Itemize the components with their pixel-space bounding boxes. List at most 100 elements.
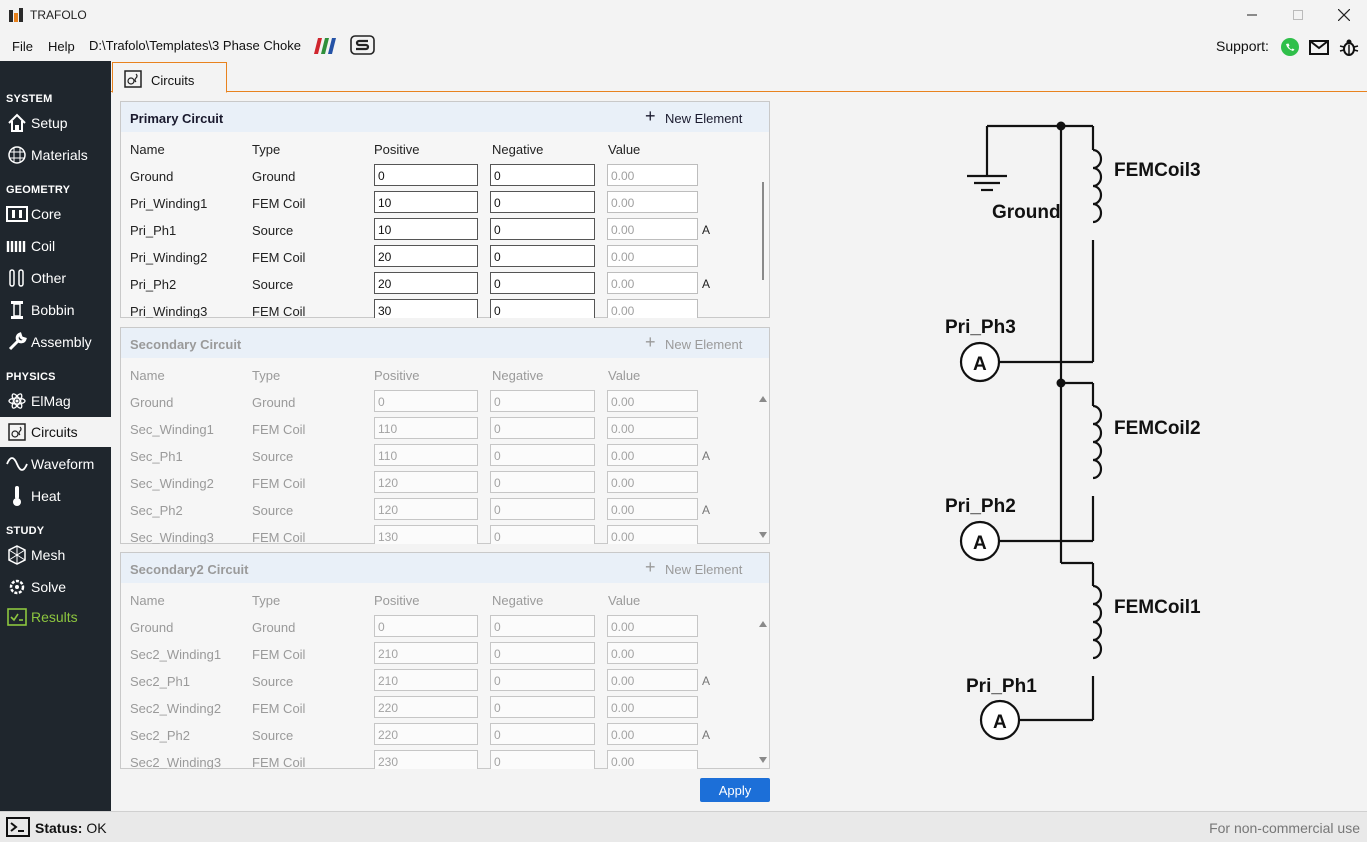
negative-input[interactable]: 0 bbox=[490, 417, 595, 439]
femcoil1-label: FEMCoil1 bbox=[1114, 597, 1201, 618]
positive-input[interactable]: 0 bbox=[374, 615, 478, 637]
positive-input[interactable]: 110 bbox=[374, 444, 478, 466]
negative-input[interactable]: 0 bbox=[490, 245, 595, 267]
vertical-scrollbar[interactable] bbox=[757, 164, 769, 318]
sidebar-item-assembly[interactable]: Assembly bbox=[0, 327, 111, 357]
positive-input[interactable]: 20 bbox=[374, 272, 478, 294]
row-type: Source bbox=[252, 674, 294, 689]
support-label: Support: bbox=[1216, 38, 1269, 54]
s-logo-icon[interactable] bbox=[350, 35, 375, 55]
sidebar-item-label: Solve bbox=[31, 579, 67, 595]
positive-input[interactable]: 210 bbox=[374, 642, 478, 664]
positive-input[interactable]: 20 bbox=[374, 245, 478, 267]
negative-input[interactable]: 0 bbox=[490, 444, 595, 466]
menu-help[interactable]: Help bbox=[48, 39, 75, 54]
col-header-name: Name bbox=[130, 142, 165, 157]
positive-input[interactable]: 220 bbox=[374, 723, 478, 745]
negative-input[interactable]: 0 bbox=[490, 696, 595, 718]
new-element-label: New Element bbox=[665, 337, 743, 352]
mail-icon[interactable] bbox=[1308, 36, 1330, 58]
negative-input[interactable]: 0 bbox=[490, 723, 595, 745]
negative-input[interactable]: 0 bbox=[490, 164, 595, 186]
sidebar-item-bobbin[interactable]: Bobbin bbox=[0, 295, 111, 325]
row-type: FEM Coil bbox=[252, 647, 306, 662]
negative-input[interactable]: 0 bbox=[490, 750, 595, 769]
negative-input[interactable]: 0 bbox=[490, 191, 595, 213]
sidebar-item-results[interactable]: Results bbox=[0, 602, 111, 632]
row-type: FEM Coil bbox=[252, 701, 306, 716]
positive-input[interactable]: 110 bbox=[374, 417, 478, 439]
minimize-button[interactable] bbox=[1229, 0, 1275, 30]
sidebar-section-geometry: GEOMETRY bbox=[6, 184, 71, 196]
negative-input[interactable]: 0 bbox=[490, 498, 595, 520]
negative-input[interactable]: 0 bbox=[490, 218, 595, 240]
negative-input[interactable]: 0 bbox=[490, 615, 595, 637]
sidebar-item-label: Mesh bbox=[31, 547, 66, 563]
negative-input[interactable]: 0 bbox=[490, 525, 595, 544]
value-field: 0.00 bbox=[607, 272, 698, 294]
negative-input[interactable]: 0 bbox=[490, 642, 595, 664]
wrench-icon bbox=[6, 331, 28, 353]
sidebar-item-materials[interactable]: Materials bbox=[0, 140, 111, 170]
sidebar-item-circuits[interactable]: Circuits bbox=[0, 417, 111, 447]
positive-input[interactable]: 130 bbox=[374, 525, 478, 544]
sidebar-item-elmag[interactable]: ElMag bbox=[0, 386, 111, 416]
sidebar-item-other[interactable]: Other bbox=[0, 263, 111, 293]
positive-input[interactable]: 10 bbox=[374, 218, 478, 240]
tab-circuits[interactable]: Circuits bbox=[112, 62, 227, 93]
stripes-logo-icon[interactable] bbox=[314, 38, 336, 54]
bug-icon[interactable] bbox=[1338, 36, 1360, 58]
sidebar-section-study: STUDY bbox=[6, 525, 45, 537]
negative-input[interactable]: 0 bbox=[490, 669, 595, 691]
table-row: Pri_Winding1 FEM Coil 10 0 0.00 bbox=[121, 191, 757, 218]
negative-input[interactable]: 0 bbox=[490, 272, 595, 294]
positive-input[interactable]: 0 bbox=[374, 390, 478, 412]
close-button[interactable] bbox=[1321, 0, 1367, 30]
table-row: Sec2_Winding1 FEM Coil 210 0 0.00 bbox=[121, 642, 757, 669]
sidebar-item-label: Materials bbox=[31, 147, 88, 163]
sidebar-item-heat[interactable]: Heat bbox=[0, 481, 111, 511]
negative-input[interactable]: 0 bbox=[490, 471, 595, 493]
whatsapp-icon[interactable] bbox=[1279, 36, 1301, 58]
sidebar-item-label: Waveform bbox=[31, 456, 95, 472]
atom-icon bbox=[6, 390, 28, 412]
value-field: 0.00 bbox=[607, 390, 698, 412]
positive-input[interactable]: 120 bbox=[374, 498, 478, 520]
positive-input[interactable]: 10 bbox=[374, 191, 478, 213]
vertical-scrollbar[interactable] bbox=[757, 615, 769, 769]
negative-input[interactable]: 0 bbox=[490, 390, 595, 412]
positive-input[interactable]: 220 bbox=[374, 696, 478, 718]
table-row: Pri_Ph1 Source 10 0 0.00 A bbox=[121, 218, 757, 245]
apply-button[interactable]: Apply bbox=[700, 778, 770, 802]
vertical-scrollbar[interactable] bbox=[757, 390, 769, 544]
ammeter-symbol: A bbox=[973, 533, 987, 554]
positive-input[interactable]: 30 bbox=[374, 299, 478, 318]
status-bar: Status: OK For non-commercial use bbox=[0, 811, 1367, 842]
grid-icon bbox=[6, 144, 28, 166]
table-row: Ground Ground 0 0 0.00 bbox=[121, 390, 757, 417]
sidebar-item-setup[interactable]: Setup bbox=[0, 108, 111, 138]
table-row: Sec2_Winding3 FEM Coil 230 0 0.00 bbox=[121, 750, 757, 769]
sidebar-item-waveform[interactable]: Waveform bbox=[0, 449, 111, 479]
panel-header: Primary Circuit + New Element bbox=[121, 102, 769, 132]
sidebar-item-coil[interactable]: Coil bbox=[0, 231, 111, 261]
sidebar-item-solve[interactable]: Solve bbox=[0, 572, 111, 602]
sidebar-item-mesh[interactable]: Mesh bbox=[0, 540, 111, 570]
window-title: TRAFOLO bbox=[30, 8, 87, 22]
terminal-icon[interactable] bbox=[6, 817, 30, 837]
maximize-button[interactable] bbox=[1275, 0, 1321, 30]
sidebar-item-label: Results bbox=[31, 609, 78, 625]
table-row: Sec_Ph1 Source 110 0 0.00 A bbox=[121, 444, 757, 471]
col-header-type: Type bbox=[252, 593, 281, 608]
negative-input[interactable]: 0 bbox=[490, 299, 595, 318]
positive-input[interactable]: 0 bbox=[374, 164, 478, 186]
positive-input[interactable]: 230 bbox=[374, 750, 478, 769]
row-name: Sec_Winding3 bbox=[130, 530, 214, 544]
value-field: 0.00 bbox=[607, 444, 698, 466]
sidebar-item-core[interactable]: Core bbox=[0, 199, 111, 229]
positive-input[interactable]: 210 bbox=[374, 669, 478, 691]
menu-file[interactable]: File bbox=[12, 39, 33, 54]
value-field: 0.00 bbox=[607, 164, 698, 186]
minimize-icon bbox=[1247, 14, 1257, 16]
positive-input[interactable]: 120 bbox=[374, 471, 478, 493]
